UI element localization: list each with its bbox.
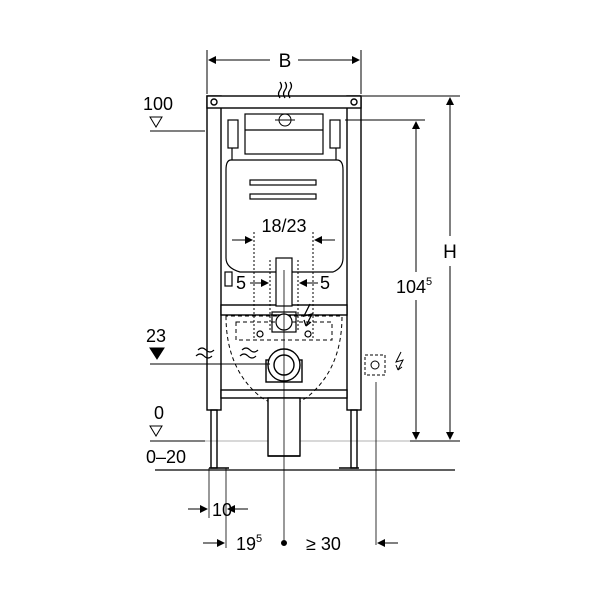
label-floor-level: 0 <box>154 403 164 423</box>
dimension-frame-height <box>345 119 425 440</box>
label-offset-right: 5 <box>320 273 330 293</box>
pipe-level-waves <box>195 347 259 359</box>
label-height: H <box>443 242 457 263</box>
label-drain-spacing: 18/23 <box>261 216 306 236</box>
cistern <box>224 113 344 307</box>
label-leg-offset: 10 <box>212 500 232 520</box>
label-frame-height: 1045 <box>396 276 432 297</box>
dimension-height <box>362 95 460 442</box>
floor-line <box>155 440 455 471</box>
level-marker-pipe <box>149 347 270 365</box>
dimension-bottom <box>203 539 398 547</box>
dimension-offsets <box>250 260 318 330</box>
label-offset-left: 5 <box>236 273 246 293</box>
level-marker-top <box>149 116 205 132</box>
label-width: B <box>279 51 292 72</box>
label-drain-center: 195 <box>236 533 262 554</box>
electric-icon <box>302 303 314 327</box>
label-floor-range: 0–20 <box>146 447 186 467</box>
label-min-clearance: ≥ 30 <box>306 534 341 554</box>
socket-icon <box>364 351 404 376</box>
dimension-width <box>206 50 362 94</box>
water-inlet <box>275 113 295 127</box>
water-supply-icon <box>277 81 293 99</box>
level-marker-floor <box>149 425 205 442</box>
label-top-level: 100 <box>143 94 173 114</box>
label-pipe-level: 23 <box>146 326 166 346</box>
dimension-drain-spacing <box>232 232 335 340</box>
